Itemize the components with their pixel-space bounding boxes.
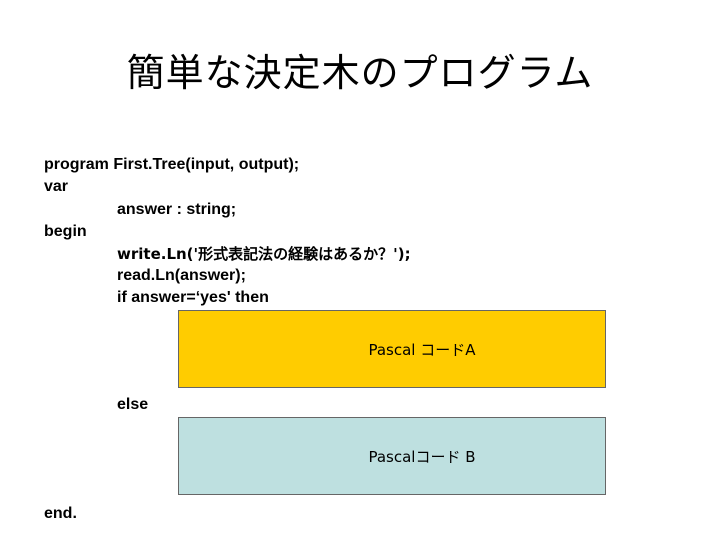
code-line-else: else [117, 396, 149, 413]
code-line-var: var [44, 178, 69, 195]
code-line-declaration: answer : string; [117, 201, 237, 218]
code-line-readln: read.Ln(answer); [117, 267, 246, 284]
pascal-code-a-box: Pascal コードA [178, 310, 606, 388]
pascal-code-b-label: Pascalコード B [368, 447, 476, 466]
code-line-end: end. [44, 505, 77, 522]
code-line-if: if answer=‘yes' then [117, 289, 269, 306]
pascal-code-a-label: Pascal コードA [368, 340, 476, 359]
slide-title: 簡単な決定木のプログラム [126, 51, 594, 95]
pascal-code-b-box: Pascalコード B [178, 417, 606, 495]
code-line-begin: begin [44, 223, 87, 240]
code-line-program: program First.Tree(input, output); [44, 156, 300, 173]
code-line-writeln: write.Ln('形式表記法の経験はあるか？'); [117, 245, 411, 263]
